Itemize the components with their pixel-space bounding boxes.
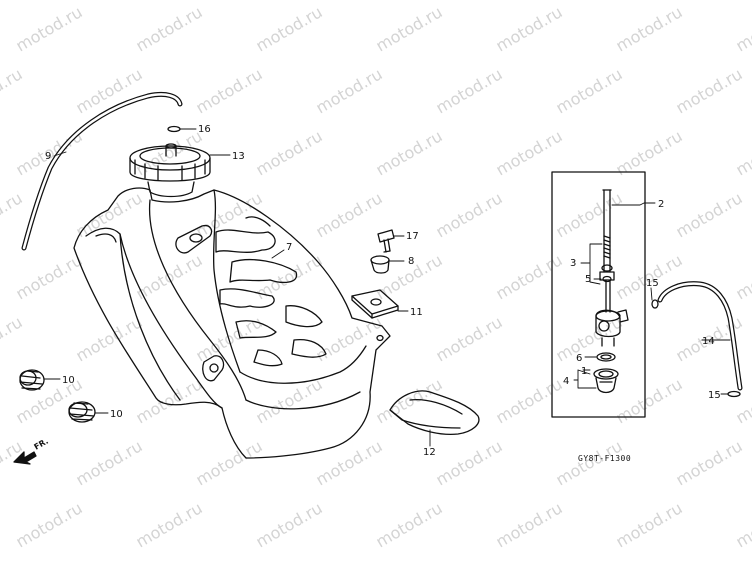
tube-clip <box>167 125 181 133</box>
watermark-text: motod.ru <box>13 250 86 303</box>
watermark-text: motod.ru <box>373 126 446 179</box>
watermark-text: motod.ru <box>133 2 206 55</box>
watermark-text: motod.ru <box>433 188 506 241</box>
callout-15-lower: 15 <box>708 390 721 401</box>
watermark-text: motod.ru <box>253 498 326 551</box>
fuel-cap <box>129 143 211 198</box>
watermark-text: motod.ru <box>373 374 446 427</box>
watermark-text: motod.ru <box>313 64 386 117</box>
callout-11: 11 <box>410 307 423 318</box>
callout-6: 6 <box>576 353 582 364</box>
watermark-text: motod.ru <box>673 436 746 489</box>
watermark-text: motod.ru <box>193 64 266 117</box>
watermark-text: motod.ru <box>253 126 326 179</box>
watermark-text: motod.ru <box>613 2 686 55</box>
watermark-layer: motod.ru motod.ru motod.ru motod.ru motod.ru… <box>0 2 752 551</box>
watermark-text: motod.ru <box>433 312 506 365</box>
watermark-text: motod.ru <box>733 374 752 427</box>
callout-8: 8 <box>408 256 414 267</box>
watermark-text: motod.ru <box>433 64 506 117</box>
watermark-text: motod.ru <box>0 188 26 241</box>
watermark-text: motod.ru <box>373 498 446 551</box>
watermark-text: motod.ru <box>733 498 752 551</box>
watermark-text: motod.ru <box>253 374 326 427</box>
watermark-text: motod.ru <box>313 436 386 489</box>
watermark-text: motod.ru <box>493 498 566 551</box>
front-arrow-label: FR. <box>33 437 50 452</box>
callout-3: 3 <box>570 258 576 269</box>
fuel-valve-assembly-box <box>551 171 646 418</box>
tube-clip-lower <box>727 390 741 398</box>
watermark-text: motod.ru <box>373 2 446 55</box>
callout-15-upper: 15 <box>646 278 659 289</box>
valve-o-ring <box>601 264 613 283</box>
side-cushion-upper <box>19 369 45 391</box>
callout-9: 9 <box>45 151 51 162</box>
watermark-text: motod.ru <box>13 2 86 55</box>
callout-13: 13 <box>232 151 245 162</box>
side-cushion-lower <box>68 401 96 423</box>
fuel-valve <box>595 189 629 347</box>
breather-tube <box>21 91 183 251</box>
watermark-text: motod.ru <box>613 498 686 551</box>
watermark-text: motod.ru <box>73 188 146 241</box>
watermark-text: motod.ru <box>193 436 266 489</box>
strainer-cup <box>593 368 619 394</box>
flange-bolt <box>377 229 395 253</box>
callout-5: 5 <box>585 274 591 285</box>
watermark-text: motod.ru <box>733 126 752 179</box>
leader-lines <box>43 128 731 447</box>
callout-7: 7 <box>286 242 292 253</box>
callout-10-upper: 10 <box>62 375 75 386</box>
watermark-text: motod.ru <box>553 64 626 117</box>
callout-12: 12 <box>423 447 436 458</box>
watermark-text: motod.ru <box>13 498 86 551</box>
watermark-text: motod.ru <box>0 312 26 365</box>
callout-14: 14 <box>702 336 715 347</box>
rubber-cushion <box>370 255 390 274</box>
tube-clip-upper <box>651 299 659 309</box>
watermark-text: motod.ru <box>133 498 206 551</box>
watermark-text: motod.ru <box>253 2 326 55</box>
callout-10-lower: 10 <box>110 409 123 420</box>
rear-mount-rubber <box>351 289 399 319</box>
watermark-text: motod.ru <box>673 188 746 241</box>
watermark-text: motod.ru <box>493 250 566 303</box>
watermark-text: motod.ru <box>493 374 566 427</box>
fuel-line-tube <box>657 281 743 391</box>
heat-protector-pad <box>389 390 480 436</box>
watermark-text: motod.ru <box>553 188 626 241</box>
watermark-text: motod.ru <box>133 374 206 427</box>
fuel-tank <box>73 187 391 459</box>
watermark-text: motod.ru <box>733 2 752 55</box>
valve-packing <box>596 352 616 362</box>
watermark-text: motod.ru <box>73 436 146 489</box>
watermark-text: motod.ru <box>613 250 686 303</box>
diagram-code: GY8T-F1300 <box>578 454 631 463</box>
watermark-text: motod.ru <box>193 188 266 241</box>
watermark-text: motod.ru <box>673 64 746 117</box>
watermark-text: motod.ru <box>613 374 686 427</box>
watermark-text: motod.ru <box>73 312 146 365</box>
watermark-text: motod.ru <box>733 250 752 303</box>
watermark-text: motod.ru <box>493 2 566 55</box>
callout-16: 16 <box>198 124 211 135</box>
front-direction-arrow <box>13 451 37 465</box>
callout-4: 4 <box>563 376 569 387</box>
watermark-text: motod.ru <box>0 64 26 117</box>
callout-1: 1 <box>581 366 587 377</box>
callout-2: 2 <box>658 199 664 210</box>
watermark-text: motod.ru <box>433 436 506 489</box>
watermark-text: motod.ru <box>313 188 386 241</box>
callout-labels: 16 13 9 7 17 8 11 10 10 12 2 3 5 15 14 6… <box>45 124 721 458</box>
callout-17: 17 <box>406 231 419 242</box>
